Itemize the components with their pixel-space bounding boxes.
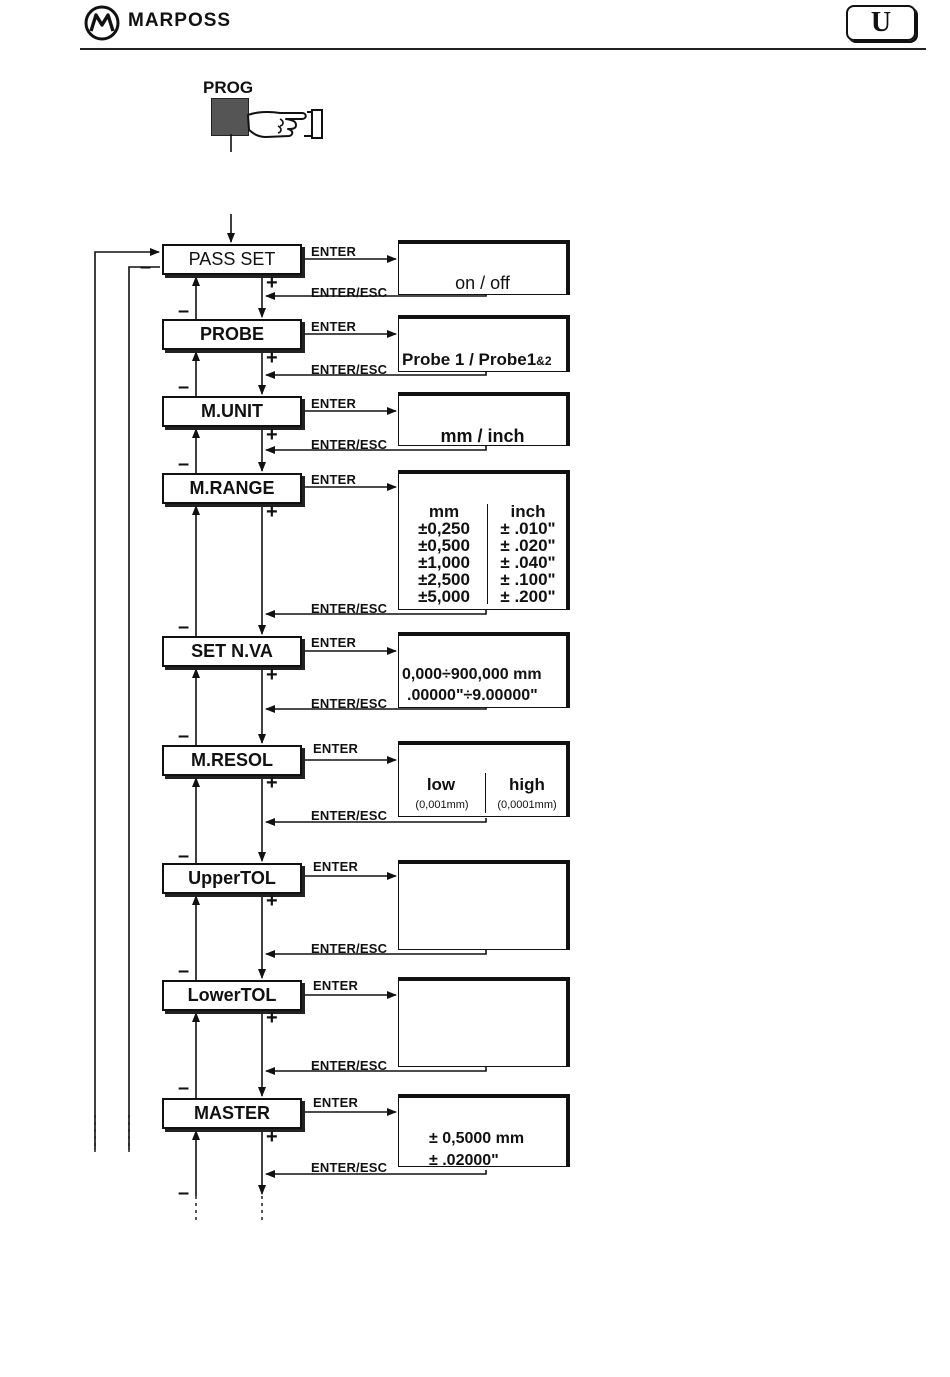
minus-sign: – <box>178 725 190 747</box>
menu-item-pass-set[interactable]: PASS SET <box>162 244 302 275</box>
range-inch-value: ± .020" <box>500 536 556 555</box>
range-inch-value: ± .040" <box>500 553 556 572</box>
prog-key-label: PROG <box>203 78 254 97</box>
menu-item-m-range[interactable]: M.RANGE <box>162 473 302 504</box>
enter-esc-label: ENTER/ESC <box>311 1160 388 1175</box>
range-inch-value: ± .100" <box>500 570 556 589</box>
nominal-value-inch: .00000"÷9.00000" <box>407 687 538 704</box>
menu-item-lower-tol[interactable]: LowerTOL <box>162 980 302 1011</box>
enter-esc-label: ENTER/ESC <box>311 696 388 711</box>
plus-sign: + <box>266 424 278 446</box>
master-value-metric: ± 0,5000 mm <box>429 1130 525 1147</box>
section-badge: U <box>846 5 916 41</box>
range-mm-value: ±0,250 <box>418 519 470 538</box>
menu-item-probe[interactable]: PROBE <box>162 319 302 350</box>
range-table-box: mm ±0,250 ±0,500 ±1,000 ±2,500 ±5,000 in… <box>398 470 570 610</box>
enter-label: ENTER <box>311 635 357 650</box>
master-value-inch: ± .02000" <box>429 1152 499 1169</box>
probe-options-main: Probe 1 / Probe1 <box>402 350 537 369</box>
menu-item-set-n-va[interactable]: SET N.VA <box>162 636 302 667</box>
marposs-logo-icon <box>84 5 120 41</box>
minus-sign: – <box>178 376 190 398</box>
range-inch-column: inch ± .010" ± .020" ± .040" ± .100" ± .… <box>491 503 565 605</box>
plus-sign: + <box>266 772 278 794</box>
enter-esc-label: ENTER/ESC <box>311 437 388 452</box>
enter-label: ENTER <box>311 396 357 411</box>
unit-options: mm / inch <box>440 426 525 446</box>
menu-item-m-resol[interactable]: M.RESOL <box>162 745 302 776</box>
enter-esc-label: ENTER/ESC <box>311 362 388 377</box>
resolution-low-note: (0,001mm) <box>415 799 469 811</box>
range-mm-column: mm ±0,250 ±0,500 ±1,000 ±2,500 ±5,000 <box>405 503 483 605</box>
upper-tol-box <box>398 860 570 950</box>
enter-label: ENTER <box>313 978 359 993</box>
plus-sign: + <box>266 501 278 523</box>
minus-sign: – <box>178 453 190 475</box>
enter-label: ENTER <box>313 741 359 756</box>
minus-sign: – <box>178 1182 190 1204</box>
resolution-low: low <box>426 775 456 794</box>
resolution-divider <box>485 773 486 813</box>
menu-item-master[interactable]: MASTER <box>162 1098 302 1129</box>
plus-sign: + <box>266 664 278 686</box>
nominal-value-metric: 0,000÷900,000 mm <box>402 666 542 683</box>
enter-label: ENTER <box>311 244 357 259</box>
enter-esc-label: ENTER/ESC <box>311 1058 388 1073</box>
enter-label: ENTER <box>313 1095 359 1110</box>
minus-sign: – <box>140 256 152 278</box>
menu-item-upper-tol[interactable]: UpperTOL <box>162 863 302 894</box>
minus-sign: – <box>178 616 190 638</box>
range-inch-value: ± .200" <box>500 587 556 606</box>
range-inch-header: inch <box>510 502 546 521</box>
resolution-high: high <box>509 775 545 794</box>
minus-sign: – <box>178 960 190 982</box>
range-mm-value: ±1,000 <box>418 553 470 572</box>
range-mm-value: ±0,500 <box>418 536 470 555</box>
enter-label: ENTER <box>311 319 357 334</box>
probe-options-box: Probe 1 / Probe1&2 <box>398 315 570 372</box>
brand-name: MARPOSS <box>128 10 232 31</box>
header-divider <box>80 48 926 50</box>
plus-sign: + <box>266 272 278 294</box>
enter-esc-label: ENTER/ESC <box>311 941 388 956</box>
pass-set-options: on / off <box>455 273 510 293</box>
range-mm-value: ±2,500 <box>418 570 470 589</box>
range-mm-header: mm <box>428 502 460 521</box>
resolution-box: low (0,001mm) high (0,0001mm) <box>398 741 570 817</box>
enter-label: ENTER <box>313 859 359 874</box>
enter-label: ENTER <box>311 472 357 487</box>
range-inch-value: ± .010" <box>500 519 556 538</box>
unit-options-box: mm / inch <box>398 392 570 446</box>
probe-options-suffix: &2 <box>536 354 552 368</box>
plus-sign: + <box>266 890 278 912</box>
enter-esc-label: ENTER/ESC <box>311 601 388 616</box>
pointing-hand-icon <box>247 109 323 139</box>
nominal-value-box: 0,000÷900,000 mm .00000"÷9.00000" <box>398 632 570 708</box>
minus-sign: – <box>178 1077 190 1099</box>
probe-options: Probe 1 / Probe1&2 <box>402 350 552 370</box>
plus-sign: + <box>266 1007 278 1029</box>
enter-esc-label: ENTER/ESC <box>311 285 388 300</box>
minus-sign: – <box>178 300 190 322</box>
plus-sign: + <box>266 347 278 369</box>
range-mm-value: ±5,000 <box>418 587 470 606</box>
lower-tol-box <box>398 977 570 1067</box>
minus-sign: – <box>178 845 190 867</box>
plus-sign: + <box>266 1126 278 1148</box>
resolution-high-note: (0,0001mm) <box>497 799 557 811</box>
menu-item-m-unit[interactable]: M.UNIT <box>162 396 302 427</box>
range-divider <box>487 504 488 604</box>
pass-set-options-box: on / off <box>398 240 570 295</box>
enter-esc-label: ENTER/ESC <box>311 808 388 823</box>
master-value-box: ± 0,5000 mm ± .02000" <box>398 1094 570 1169</box>
